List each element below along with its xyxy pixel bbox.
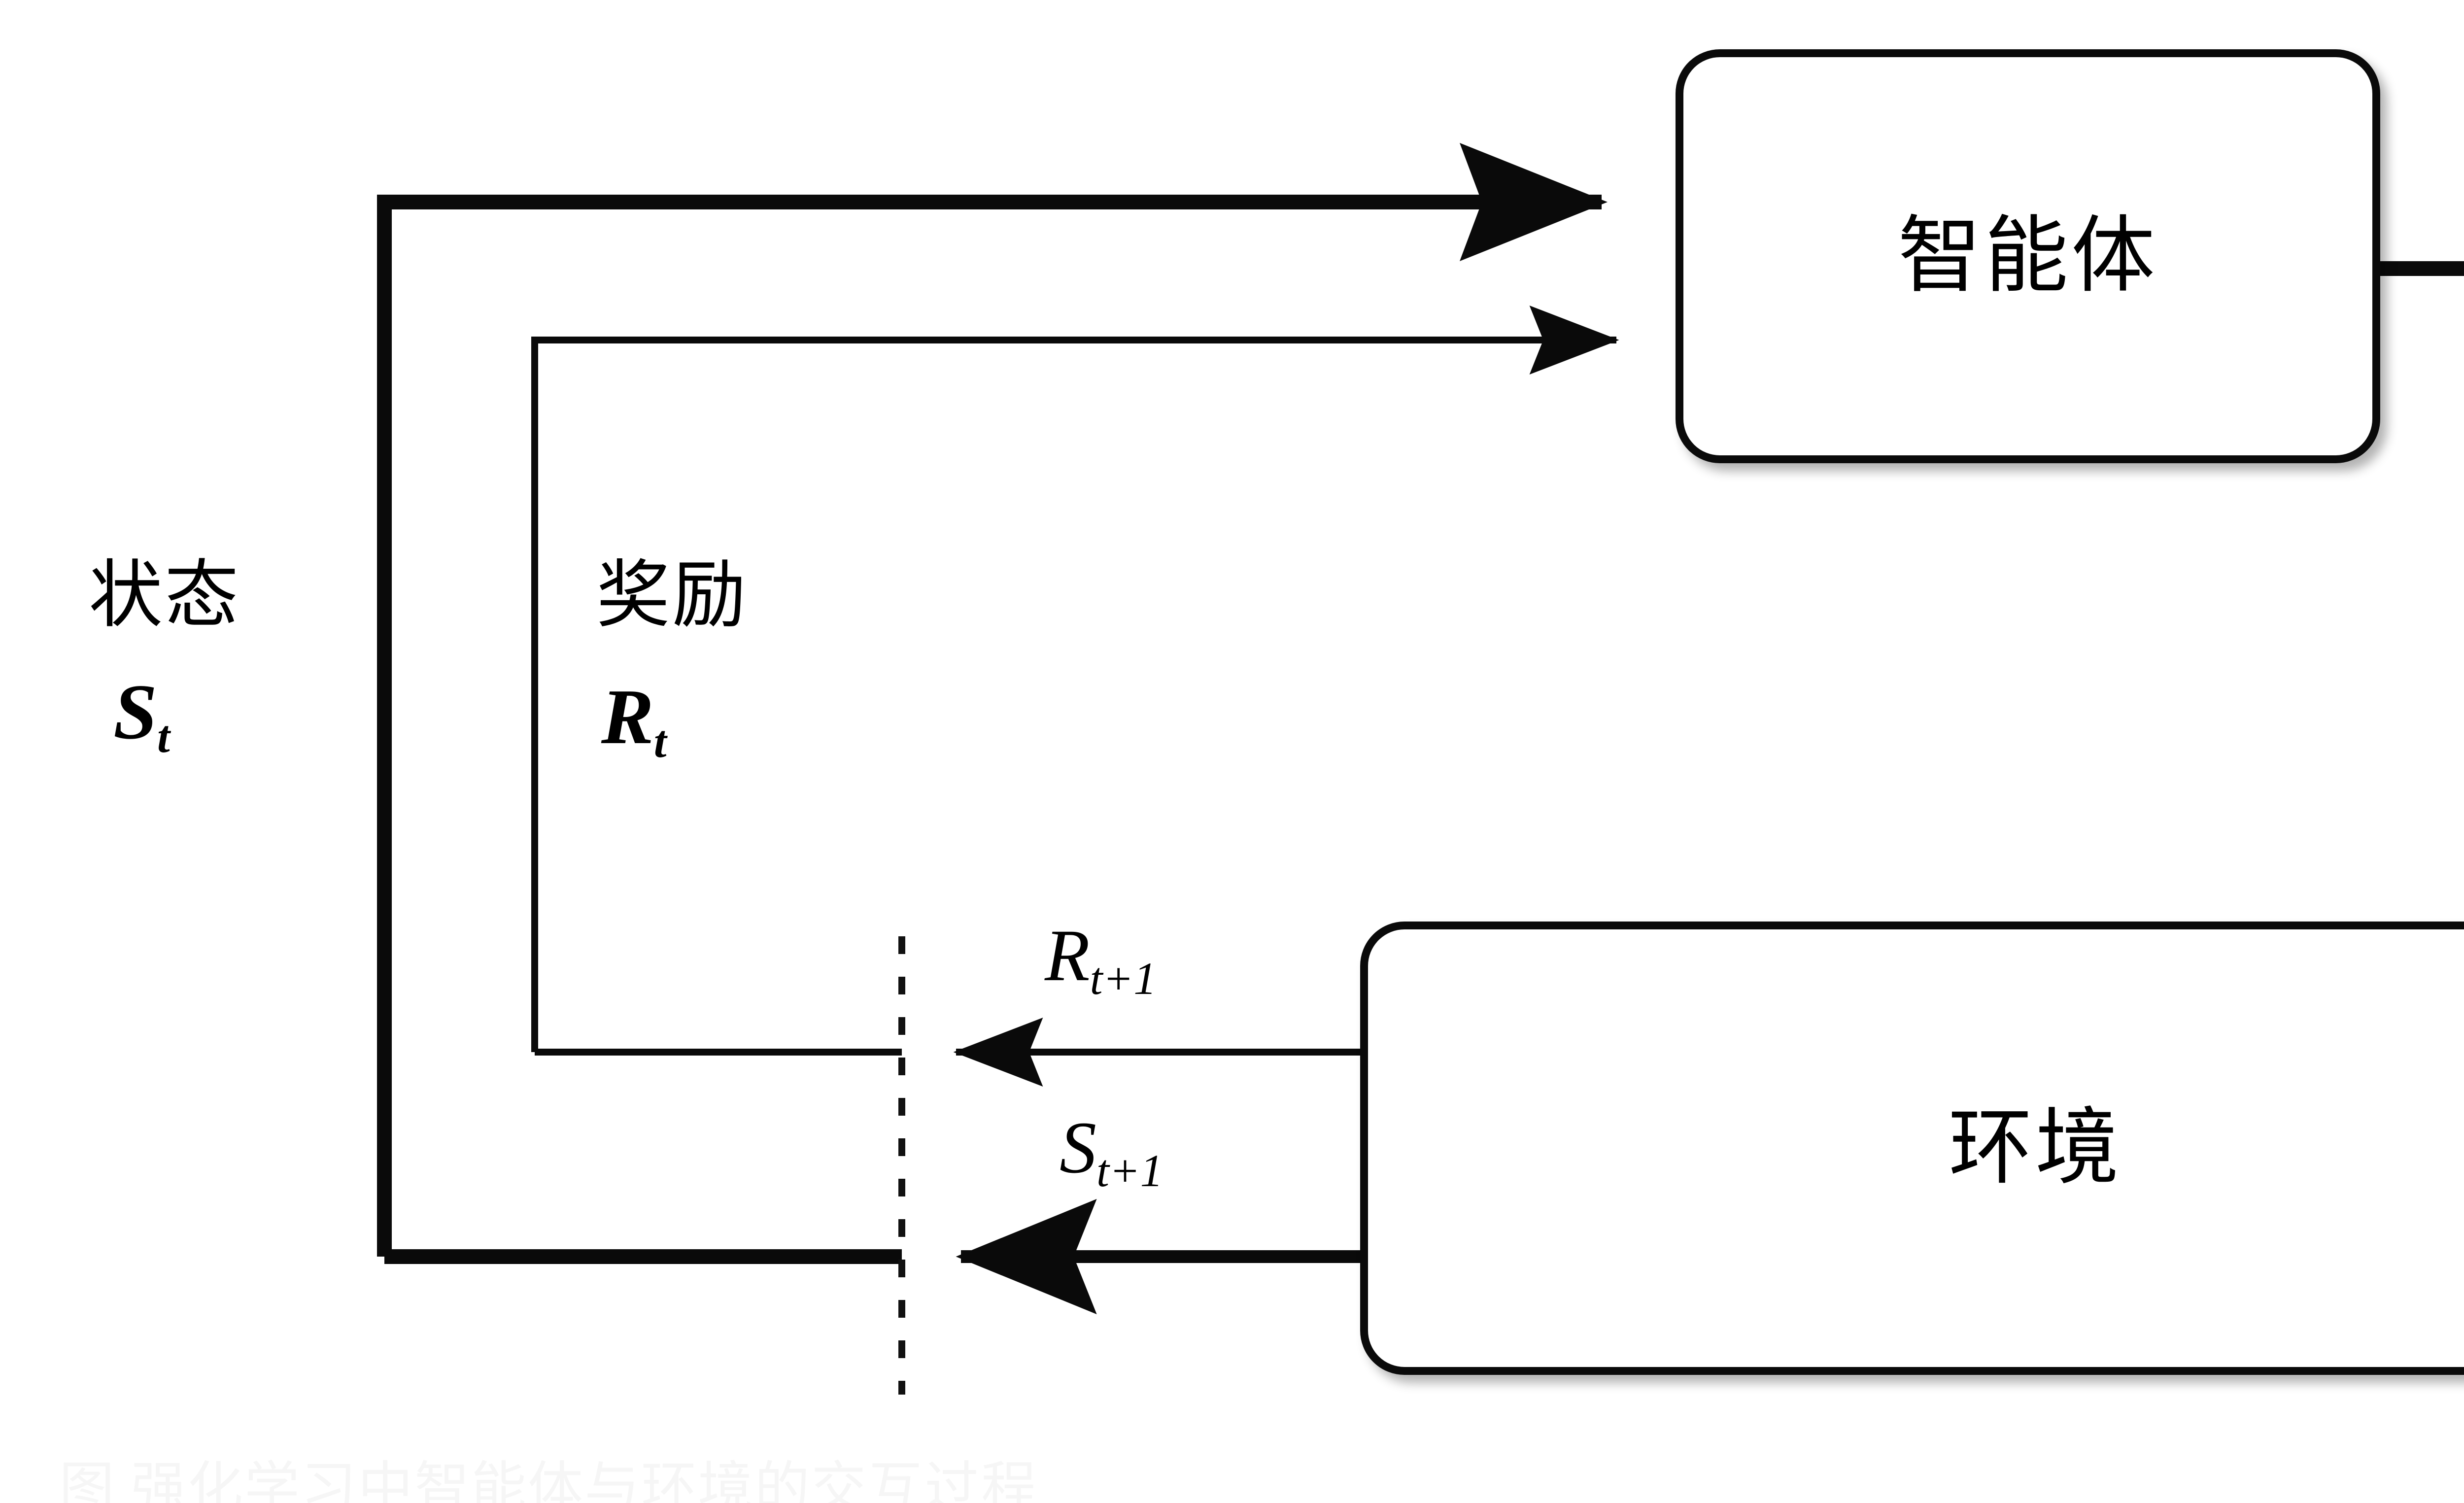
agent-node[interactable]: 智能体 bbox=[1676, 49, 2380, 463]
reward-next-symbol-label: Rt+1 bbox=[1045, 917, 1157, 1003]
reward-subscript: t bbox=[653, 716, 667, 767]
figure-caption: 图 强化学习中智能体与环境的交互过程 bbox=[59, 1460, 1735, 1503]
reward-next-symbol: R bbox=[1045, 915, 1090, 996]
state-next-subscript: t+1 bbox=[1096, 1145, 1164, 1196]
state-subscript: t bbox=[157, 711, 170, 762]
state-next-symbol-label: St+1 bbox=[1060, 1109, 1163, 1196]
environment-node-label: 环境 bbox=[1948, 1102, 2122, 1195]
state-symbol: S bbox=[113, 668, 157, 755]
agent-node-label: 智能体 bbox=[1897, 210, 2158, 303]
reward-label: 奖励 bbox=[596, 555, 749, 637]
edge-state-path bbox=[377, 143, 1608, 1257]
edge-reward-path bbox=[531, 306, 1619, 1052]
reward-next-subscript: t+1 bbox=[1090, 953, 1157, 1004]
state-label: 状态 bbox=[89, 555, 241, 637]
reward-symbol-label: Rt bbox=[601, 675, 667, 766]
state-next-symbol: S bbox=[1060, 1107, 1096, 1189]
environment-node[interactable]: 环境 bbox=[1360, 922, 2464, 1375]
reward-symbol: R bbox=[601, 673, 654, 760]
state-symbol-label: St bbox=[113, 670, 170, 761]
